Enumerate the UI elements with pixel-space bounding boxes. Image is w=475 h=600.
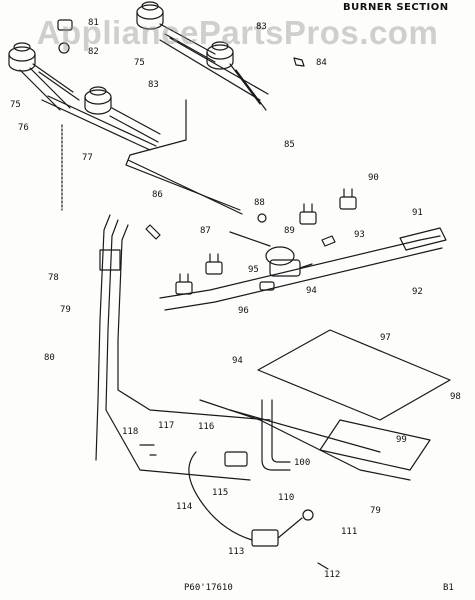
plate-98 [257,329,451,421]
part-82-nut [58,42,70,54]
valve-left-2 [205,253,223,275]
part-81-orifice [57,19,73,31]
callout-86: 86 [152,190,163,200]
callout-95: 95 [248,265,259,275]
callout-88: 88 [254,198,265,208]
callout-112: 112 [324,570,341,580]
bracket-78 [99,249,121,271]
part-93 [321,235,336,247]
callout-94a: 94 [306,286,317,296]
callout-79b: 79 [370,506,381,516]
oven-line-2 [229,409,381,453]
callout-115: 115 [212,488,229,498]
part-86-ignitor [145,224,161,240]
part-88 [257,213,267,223]
capillary-114 [188,451,253,541]
callout-76: 76 [18,123,29,133]
callout-92: 92 [412,287,423,297]
fitting-96 [259,281,275,291]
elbow-110 [261,399,291,471]
burner-right-rear [136,1,216,63]
callout-118: 118 [122,427,139,437]
burner-left-front [84,86,161,143]
callout-113: 113 [228,547,245,557]
callout-99: 99 [396,435,407,445]
valve-90b [339,188,357,210]
callout-96: 96 [238,306,249,316]
callout-79a: 79 [60,305,71,315]
tube-78 [105,219,251,481]
callout-100: 100 [294,458,311,468]
callout-110: 110 [278,493,295,503]
part-84-clip [293,57,305,67]
burner-left-rear [8,42,80,101]
callout-94b: 94 [232,356,243,366]
callout-111: 111 [341,527,358,537]
callout-81: 81 [88,18,99,28]
drawing-number: P60'17610 [184,583,233,593]
safety-valve-113 [251,509,314,547]
manifold-end-91 [399,227,447,251]
tube-87 [229,231,271,247]
pilot-tube-77 [125,99,241,211]
callout-93: 93 [354,230,365,240]
elbow-110b [271,399,291,463]
tube-79 [117,224,271,421]
callout-97: 97 [380,333,391,343]
burner-tube-75a [19,67,71,111]
callout-83a: 83 [256,22,267,32]
callout-83b: 83 [148,80,159,90]
burner-right-front [206,41,267,111]
callout-82: 82 [88,47,99,57]
callout-117: 117 [158,421,175,431]
valve-left [175,273,193,295]
regulator-95 [265,246,313,277]
valve-90a [299,203,317,225]
tube-80 [95,214,111,461]
pilot-tube-77b [127,159,243,215]
burner-tube-lower [41,95,157,151]
sheet-number: B1 [443,583,454,593]
manifold-pipe-bottom [164,247,443,311]
section-title: BURNER SECTION [343,2,449,13]
callout-75a: 75 [134,58,145,68]
burner-tube-75b [159,37,269,101]
callout-89: 89 [284,226,295,236]
oven-burner-line [199,399,411,481]
plate-99 [319,419,431,471]
part-115 [224,451,248,467]
callout-80: 80 [44,353,55,363]
screw-112 [317,562,329,570]
callout-77: 77 [82,153,93,163]
callout-90: 90 [368,173,379,183]
callout-78: 78 [48,273,59,283]
callout-85: 85 [284,140,295,150]
callout-116: 116 [198,422,215,432]
part-117-118 [139,444,157,456]
callout-75b: 75 [10,100,21,110]
callout-84: 84 [316,58,327,68]
callout-91: 91 [412,208,423,218]
callout-87: 87 [200,226,211,236]
callout-114: 114 [176,502,193,512]
callout-98: 98 [450,392,461,402]
